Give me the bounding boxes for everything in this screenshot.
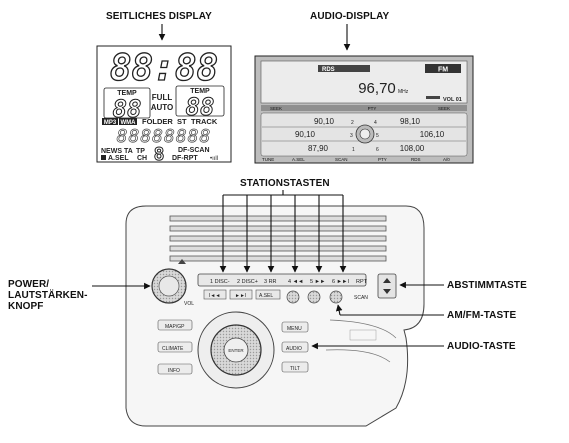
label-power: POWER/ LAUTSTÄRKEN- KNOPF [8,279,88,312]
menu-button[interactable]: MENU [287,326,302,332]
audio-preset-1: 87,90 [308,144,329,153]
preset-button-5[interactable]: 5 ►► [310,279,325,285]
audio-preset-4-num: 4 [374,120,377,126]
preset-button-6[interactable]: 6 ►►I [332,279,349,285]
audio-button[interactable]: AUDIO [286,346,302,352]
side-segments: 88888888 [117,126,212,147]
leader-lines [92,24,444,350]
side-temp-right-label: TEMP [190,88,210,95]
preset-button-3[interactable]: 3 RR [264,279,277,285]
label-power-line1: POWER/ [8,279,50,290]
label-power-line3: KNOPF [8,301,44,312]
side-wma: WMA [121,120,137,126]
audio-seek-left: SEEK [270,106,282,111]
side-asel: A.SEL [108,155,129,162]
audio-vol: VOL 01 [443,97,462,103]
label-power-line2: LAUTSTÄRKEN- [8,290,88,301]
audio-preset-3: 90,10 [295,130,316,139]
label-audio-key: AUDIO-TASTE [447,341,516,352]
side-clock: 88:88 [110,48,218,89]
audio-preset: FM [438,67,448,74]
audio-pty-top: PTY [368,106,377,111]
vent-slats [169,215,387,262]
audio-rds: RDS [322,67,335,73]
map-button[interactable]: MAP/GP [165,324,185,330]
audio-bottom-asel: A.SEL [292,157,305,162]
audio-bottom-scan: SCAN [335,157,348,162]
side-disc-icon [101,155,106,160]
svg-text:I◄◄: I◄◄ [209,293,220,299]
audio-preset-6: 108,00 [400,144,425,153]
side-df-rpt: DF-RPT [172,155,198,162]
label-side-display: SEITLICHES DISPLAY [106,11,212,22]
side-tp: TP [136,148,145,155]
side-folder: FOLDER [142,117,173,126]
audio-display: RDS FM 96,70 MHz VOL 01 SEEK PTY SEEK 90… [254,55,474,164]
rpt-button[interactable]: RPT [356,279,368,285]
audio-preset-2-num: 2 [351,120,354,126]
info-button[interactable]: INFO [168,368,180,374]
amfm-button[interactable] [329,290,343,304]
head-unit: VOL 1 DISC- 2 DISC+ 3 RR 4 ◄◄ 5 ►► 6 ►►I… [125,205,425,427]
side-digit: 8 [154,144,165,165]
side-ta: TA [124,148,133,155]
side-display: 88:88 TEMP 88 FULL AUTO TEMP 88 MP3 WMA … [96,45,232,166]
climate-button[interactable]: CLIMATE [162,346,184,352]
label-station-keys: STATIONSTASTEN [240,178,330,189]
svg-text:►►I: ►►I [235,293,246,299]
audio-preset-1-num: 1 [352,147,355,153]
side-track: TRACK [191,117,218,126]
preset-button-4[interactable]: 4 ◄◄ [288,279,303,285]
side-full: FULL [152,93,173,102]
audio-bottom-pty: PTY [378,157,387,162]
preset-button-2[interactable]: 2 DISC+ [237,279,258,285]
audio-preset-6-num: 6 [376,147,379,153]
preset-button-1[interactable]: 1 DISC- [210,279,230,285]
audio-preset-4: 98,10 [400,117,421,126]
audio-bottom-tune: TUNE [262,157,274,162]
side-mp3: MP3 [104,120,117,126]
side-ch: CH [137,155,147,162]
asel-button[interactable]: A.SEL [259,293,273,299]
vol-label: VOL [184,301,194,307]
audio-preset-2: 90,10 [314,117,335,126]
side-df-scan: DF-SCAN [178,147,210,154]
scan-button[interactable]: SCAN [354,295,368,301]
preset-button-row: 1 DISC- 2 DISC+ 3 RR 4 ◄◄ 5 ►► 6 ►►I [210,279,349,285]
side-signal-icon: •ııll [210,156,218,162]
side-auto: AUTO [151,103,174,112]
audio-unit: MHz [398,89,409,95]
audio-bottom-a0: A/0 [443,157,450,162]
side-st: ST [177,117,187,126]
audio-preset-5-num: 5 [376,133,379,139]
side-temp-left-label: TEMP [117,90,137,97]
enter-label: ENTER [228,348,244,353]
audio-bottom-rds: RDS [411,157,421,162]
label-amfm-key: AM/FM-TASTE [447,310,517,321]
audio-seek-right: SEEK [438,106,450,111]
tune-button[interactable] [377,273,397,299]
label-audio-display: AUDIO-DISPLAY [310,11,390,22]
audio-preset-5: 106,10 [420,130,445,139]
tilt-button[interactable]: TILT [290,366,300,372]
audio-frequency: 96,70 [358,80,396,97]
label-tune-key: ABSTIMMTASTE [447,280,527,291]
eject-icon [178,259,186,264]
audio-preset-3-num: 3 [350,133,353,139]
side-news: NEWS [101,148,122,155]
side-temp-right-value: 88 [186,93,215,121]
